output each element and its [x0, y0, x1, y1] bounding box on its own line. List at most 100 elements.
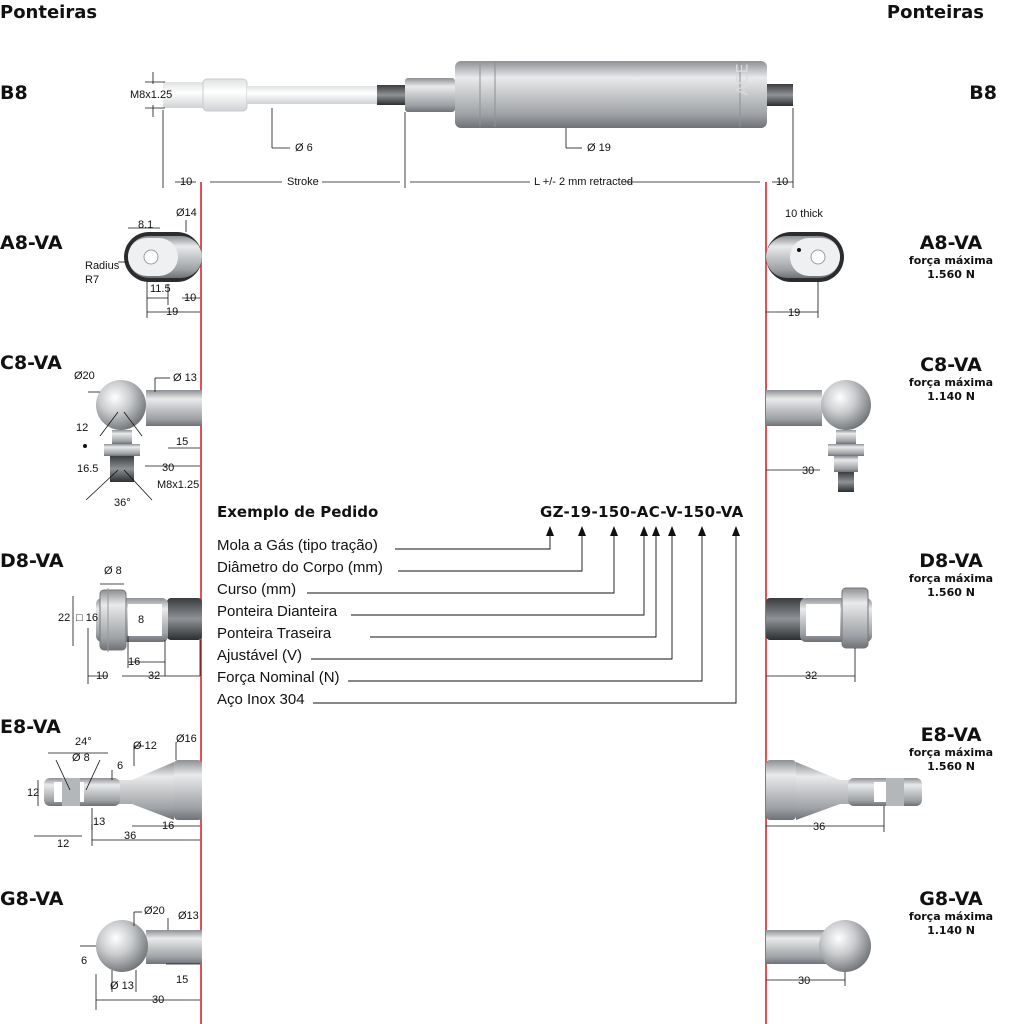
e8-l3: 36: [124, 830, 137, 842]
code-left-b8: B8: [0, 82, 28, 104]
d8-l3: 32: [148, 670, 161, 682]
code-left-c8: C8-VA: [0, 352, 62, 374]
g8-ball: Ø20: [144, 905, 165, 917]
forca-value-e8: 1.560 N: [927, 760, 975, 773]
b8-stroke: Stroke: [287, 176, 319, 188]
example-leader-lines: [307, 530, 737, 704]
g8-neck: Ø 13: [110, 980, 134, 992]
d8-left-illustration: [96, 588, 202, 652]
c8-right-illustration: [766, 380, 871, 492]
example-label-forca: Força Nominal (N): [217, 669, 340, 686]
right-block-a8: A8-VA força máxima 1.560 N: [906, 232, 996, 282]
c8-right-len: 30: [802, 465, 815, 477]
example-label-mola: Mola a Gás (tipo tração): [217, 537, 378, 554]
e8-dimension-lines: [34, 742, 885, 846]
right-block-d8: D8-VA força máxima 1.560 N: [906, 550, 996, 600]
g8-right-illustration: [766, 920, 871, 972]
c8-angle: 36°: [114, 497, 131, 509]
header-right: Ponteiras: [886, 2, 984, 23]
a8-right-len: 19: [788, 307, 801, 319]
forca-value-d8: 1.560 N: [927, 586, 975, 599]
a8-left-illustration: [124, 232, 202, 282]
example-arrowheads: [546, 526, 740, 536]
e8-right-illustration: [766, 760, 922, 820]
d8-sq: □ 16: [76, 612, 98, 624]
a8-d3: 19: [166, 306, 179, 318]
example-code: GZ-19-150-AC-V-150-VA: [540, 503, 744, 521]
g8-dimension-lines: [80, 911, 846, 1010]
gas-spring-illustration: [163, 61, 793, 128]
e8-angle: 24°: [75, 736, 92, 748]
c8-dimension-lines: [85, 377, 820, 501]
a8-right-illustration: [766, 232, 844, 282]
g8-shank: Ø13: [178, 910, 199, 922]
example-label-traseira: Ponteira Traseira: [217, 625, 332, 642]
c8-c: 30: [162, 462, 175, 474]
body-brand: ACE: [732, 63, 752, 96]
code-left-e8: E8-VA: [0, 716, 61, 738]
b8-thread: M8x1.25: [130, 89, 173, 101]
d8-pin: Ø 8: [104, 565, 122, 577]
example-label-diametro: Diâmetro do Corpo (mm): [217, 559, 383, 576]
d8-l1: 16: [128, 656, 141, 668]
d8-w: 8: [138, 614, 145, 626]
code-right-g8: G8-VA: [919, 888, 983, 910]
forca-label-e8: força máxima: [908, 746, 994, 759]
g8-h: 6: [81, 955, 88, 967]
forca-label-d8: força máxima: [908, 572, 994, 585]
a8-radius-line2: R7: [85, 274, 100, 286]
d8-dimension-lines: [72, 583, 856, 684]
d8-h1: 22: [58, 612, 71, 624]
a8-w1: 8.1: [138, 219, 154, 231]
d8-right-len: 32: [805, 670, 818, 682]
g8-b: 30: [152, 994, 165, 1006]
right-block-e8: E8-VA força máxima 1.560 N: [906, 724, 996, 774]
a8-d1: 11.5: [150, 283, 171, 295]
forca-value-a8: 1.560 N: [927, 268, 975, 281]
example-label-aco: Aço Inox 304: [217, 691, 305, 708]
example-title: Exemplo de Pedido: [217, 503, 379, 521]
code-left-d8: D8-VA: [0, 550, 64, 572]
code-right-d8: D8-VA: [919, 550, 983, 572]
code-left-a8: A8-VA: [0, 232, 63, 254]
e8-l1: 16: [162, 820, 175, 832]
code-right-e8: E8-VA: [920, 724, 982, 746]
e8-w: 13: [93, 816, 106, 828]
code-left-g8: G8-VA: [0, 888, 64, 910]
b8-rod-dia: Ø 6: [295, 142, 313, 154]
b8-dimension-lines: [145, 72, 794, 188]
a8-thick: 10 thick: [785, 208, 823, 220]
code-right-a8: A8-VA: [919, 232, 983, 254]
e8-dia12: Ø 12: [133, 740, 157, 752]
c8-a: 15: [176, 436, 189, 448]
c8-ball: Ø20: [74, 370, 95, 382]
e8-dia16: Ø16: [176, 733, 197, 745]
c8-thread: M8x1.25: [157, 479, 200, 491]
c8-shank: Ø 13: [173, 372, 197, 384]
right-block-c8: C8-VA força máxima 1.140 N: [906, 354, 996, 404]
example-label-dianteira: Ponteira Dianteira: [217, 603, 338, 620]
g8-right-len: 30: [798, 975, 811, 987]
forca-value-g8: 1.140 N: [927, 924, 975, 937]
code-right-c8: C8-VA: [920, 354, 982, 376]
b8-left-len: 10: [180, 176, 193, 188]
e8-right-len: 36: [813, 821, 826, 833]
header-left: Ponteiras: [0, 2, 98, 23]
a8-radius-line1: Radius: [85, 260, 120, 272]
e8-six: 6: [117, 760, 124, 772]
e8-l2: 12: [57, 838, 70, 850]
e8-pin: Ø 8: [72, 752, 90, 764]
code-right-b8: B8: [969, 82, 997, 104]
e8-left-illustration: [44, 760, 202, 820]
right-block-g8: G8-VA força máxima 1.140 N: [906, 888, 996, 938]
b8-length: L +/- 2 mm retracted: [534, 176, 633, 188]
g8-left-illustration: [96, 920, 202, 972]
a8-d2: 10: [184, 292, 197, 304]
forca-label-a8: força máxima: [908, 254, 994, 267]
b8-body-dia: Ø 19: [587, 142, 611, 154]
forca-label-c8: força máxima: [908, 376, 994, 389]
a8-dia: Ø14: [176, 207, 197, 219]
g8-a: 15: [176, 974, 189, 986]
